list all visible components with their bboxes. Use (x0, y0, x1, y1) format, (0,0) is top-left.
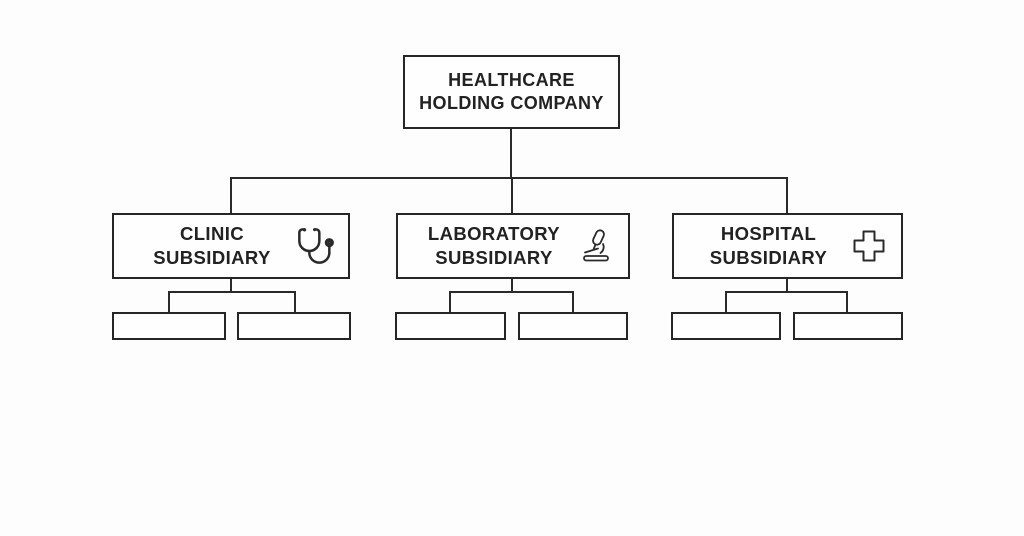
hospital-subsidiary-label: HOSPITAL SUBSIDIARY (709, 223, 828, 268)
laboratory-child-box-1 (395, 312, 506, 340)
connector-drop-hospital (786, 177, 788, 213)
hospital-child-box-2 (793, 312, 903, 340)
clinic-subsidiary-box: CLINIC SUBSIDIARY (112, 213, 350, 279)
connector-clinic-child-1 (168, 291, 170, 312)
connector-hospital-stem (786, 279, 788, 293)
connector-clinic-child-2 (294, 291, 296, 312)
microscope-icon (574, 226, 618, 266)
connector-drop-clinic (230, 177, 232, 213)
connector-laboratory-stem (511, 279, 513, 293)
laboratory-subsidiary-box: LABORATORY SUBSIDIARY (396, 213, 630, 279)
connector-hospital-child-2 (846, 291, 848, 312)
connector-hospital-child-1 (725, 291, 727, 312)
connector-laboratory-child-1 (449, 291, 451, 312)
holding-company-box: HEALTHCARE HOLDING COMPANY (403, 55, 620, 129)
hospital-subsidiary-box: HOSPITAL SUBSIDIARY (672, 213, 903, 279)
laboratory-subsidiary-label: LABORATORY SUBSIDIARY (427, 223, 561, 268)
connector-clinic-rail (168, 291, 296, 293)
clinic-child-box-2 (237, 312, 351, 340)
holding-company-label: HEALTHCARE HOLDING COMPANY (419, 69, 604, 113)
connector-laboratory-child-2 (572, 291, 574, 312)
clinic-subsidiary-label: CLINIC SUBSIDIARY (153, 223, 271, 268)
connector-drop-laboratory (511, 177, 513, 213)
clinic-child-box-1 (112, 312, 226, 340)
laboratory-child-box-2 (518, 312, 628, 340)
hospital-child-box-1 (671, 312, 781, 340)
connector-hospital-rail (725, 291, 848, 293)
medical-cross-icon (847, 226, 891, 266)
stethoscope-icon (294, 226, 338, 266)
connector-root-stem (510, 129, 512, 179)
connector-top-rail (230, 177, 788, 179)
connector-clinic-stem (230, 279, 232, 293)
connector-laboratory-rail (449, 291, 574, 293)
